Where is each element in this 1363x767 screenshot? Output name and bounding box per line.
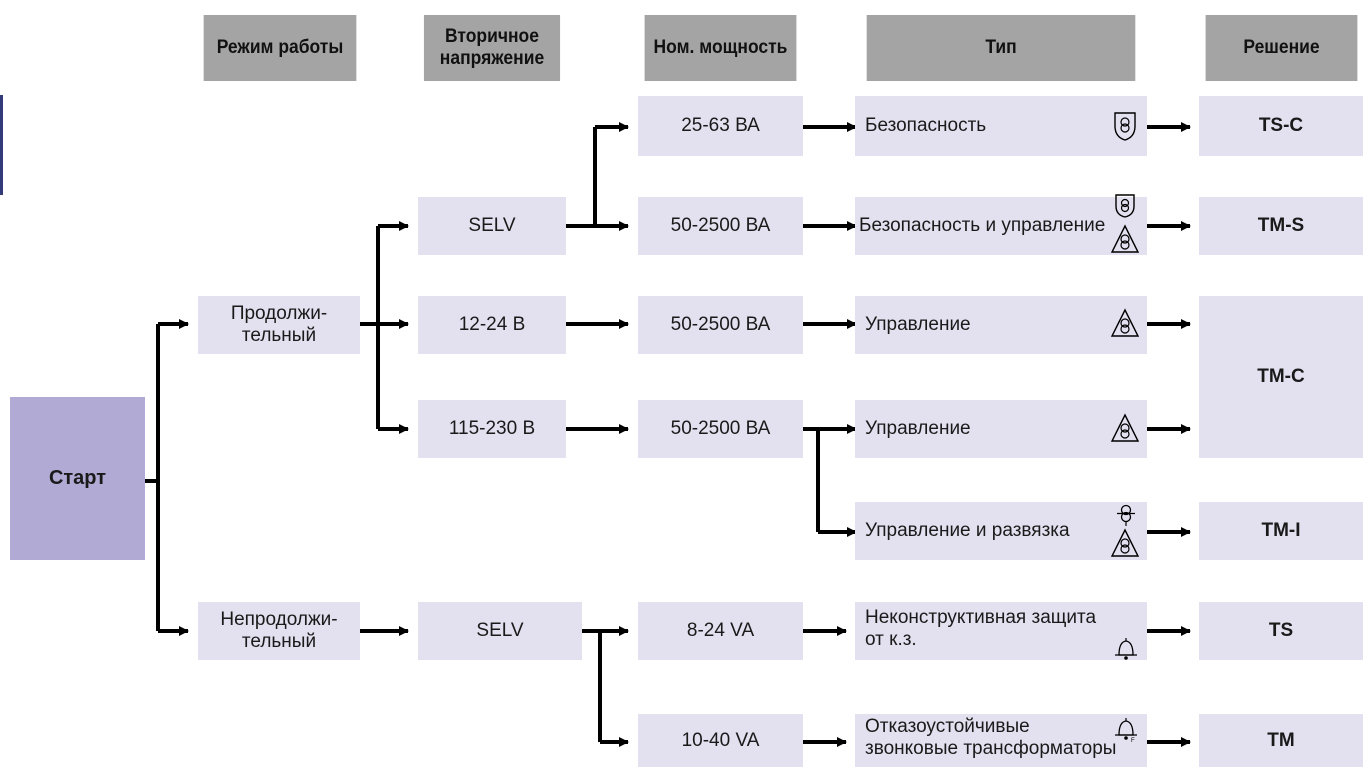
type-control-and-isolation: Управление и развязка — [855, 502, 1147, 560]
svg-text:F: F — [1131, 738, 1135, 744]
power-50-2500-b: 50-2500 ВА — [638, 296, 803, 354]
header-mode: Режим работы — [203, 15, 357, 81]
header-type: Тип — [866, 15, 1136, 81]
control-transformer-icon — [1110, 413, 1140, 442]
power-50-2500-a: 50-2500 ВА — [638, 197, 803, 255]
isolating-transformer-icon — [1117, 504, 1135, 526]
header-rated-power: Ном. мощность — [644, 15, 797, 81]
power-8-24: 8-24 VA — [638, 602, 803, 660]
power-25-63: 25-63 ВА — [638, 96, 803, 156]
voltage-12-24: 12-24 В — [418, 296, 566, 354]
type-safety-and-control: Безопасность и управление — [855, 197, 1147, 255]
control-transformer-icon — [1110, 528, 1140, 557]
solution-ts-c: TS-C — [1199, 96, 1363, 156]
voltage-115-230: 115-230 В — [418, 400, 566, 458]
type-control-2: Управление — [855, 400, 1147, 458]
solution-tm-s: TM-S — [1199, 197, 1363, 255]
safety-transformer-icon — [1115, 194, 1135, 218]
type-control-1: Управление — [855, 296, 1147, 354]
solution-tm-c: TM-C — [1199, 296, 1363, 458]
solution-ts: TS — [1199, 602, 1363, 660]
safety-transformer-icon — [1114, 112, 1136, 141]
type-safety: Безопасность — [855, 96, 1147, 156]
solution-tm: TM — [1199, 714, 1363, 767]
failsafe-bell-transformer-icon: F — [1115, 718, 1137, 744]
mode-continuous: Продолжи-тельный — [198, 296, 360, 354]
mode-non-continuous: Непродолжи-тельный — [198, 602, 360, 660]
start-node: Старт — [10, 397, 145, 560]
solution-tm-i: TM-I — [1199, 502, 1363, 560]
power-50-2500-c: 50-2500 ВА — [638, 400, 803, 458]
control-transformer-icon — [1110, 308, 1140, 337]
voltage-selv-2: SELV — [418, 602, 582, 660]
header-solution: Решение — [1205, 15, 1358, 81]
bell-transformer-icon — [1115, 638, 1137, 660]
edge-accent-bar — [0, 95, 3, 195]
voltage-selv-1: SELV — [418, 197, 566, 255]
power-10-40: 10-40 VA — [638, 714, 803, 767]
control-transformer-icon — [1110, 224, 1140, 253]
